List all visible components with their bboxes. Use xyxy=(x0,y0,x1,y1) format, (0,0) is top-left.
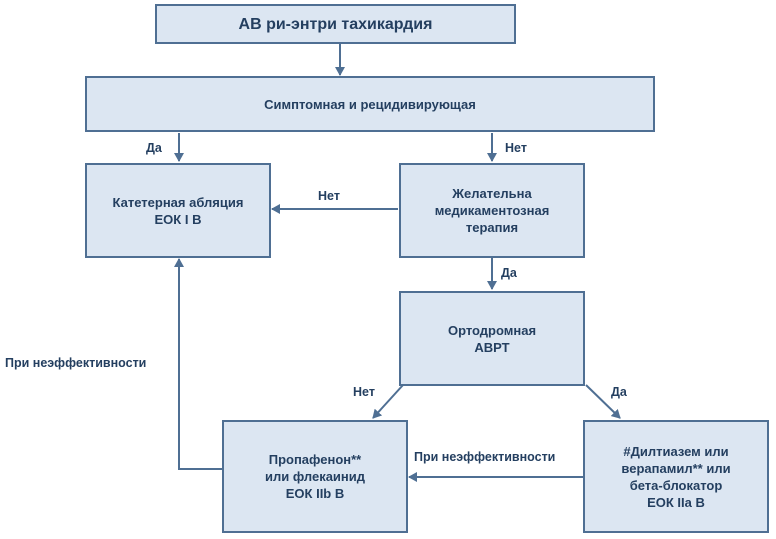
orthodromic-box: Ортодромная АВРТ xyxy=(399,291,585,386)
ablation-line-2: ЕОК I В xyxy=(154,211,202,227)
diltiazem-box: #Дилтиазем или верапамил** или бета-блок… xyxy=(583,420,769,533)
label-ineffective-left: При неэффективности xyxy=(5,356,147,370)
label-yes-ablation: Да xyxy=(146,141,162,155)
title-box: АВ ри-энтри тахикардия xyxy=(155,4,516,44)
propafenone-box: Пропафенон** или флекаинид ЕОК IIb В xyxy=(222,420,408,533)
diltiazem-line-2: верапамил** или xyxy=(621,460,731,476)
label-no-drug-therapy: Нет xyxy=(505,141,527,155)
drug-therapy-line-3: терапия xyxy=(465,220,519,235)
symptomatic-text: Симптомная и рецидивирующая xyxy=(264,96,476,112)
symptomatic-box: Симптомная и рецидивирующая xyxy=(85,76,655,132)
propafenone-line-3: ЕОК IIb В xyxy=(285,486,345,501)
label-yes-diltiazem: Да xyxy=(611,385,627,399)
ablation-line-1: Катетерная абляция xyxy=(112,194,244,210)
label-no-propafenone: Нет xyxy=(353,385,375,399)
drug-therapy-line-1: Желательна xyxy=(452,186,532,201)
arrow-propafenone-to-ablation xyxy=(174,258,222,470)
arrow-yes-to-diltiazem xyxy=(585,384,621,419)
drug-therapy-line-2: медикаментозная xyxy=(434,203,550,218)
diltiazem-line-3: бета-блокатор xyxy=(629,477,723,493)
label-yes-orthodromic: Да xyxy=(501,266,517,280)
diltiazem-line-1: #Дилтиазем или xyxy=(623,443,729,459)
propafenone-line-1: Пропафенон** xyxy=(268,452,362,467)
orthodromic-line-2: АВРТ xyxy=(474,339,510,355)
title-text: АВ ри-энтри тахикардия xyxy=(238,15,433,33)
label-ineffective-bottom: При неэффективности xyxy=(414,450,556,464)
diltiazem-line-4: ЕОК IIa В xyxy=(647,494,705,510)
arrow-no-to-propafenone xyxy=(372,384,404,419)
ablation-box: Катетерная абляция ЕОК I В xyxy=(85,163,271,258)
label-no-to-ablation: Нет xyxy=(318,189,340,203)
drug-therapy-box: Желательна медикаментозная терапия xyxy=(399,163,585,258)
propafenone-line-2: или флекаинид xyxy=(264,469,366,484)
orthodromic-line-1: Ортодромная xyxy=(447,322,537,338)
